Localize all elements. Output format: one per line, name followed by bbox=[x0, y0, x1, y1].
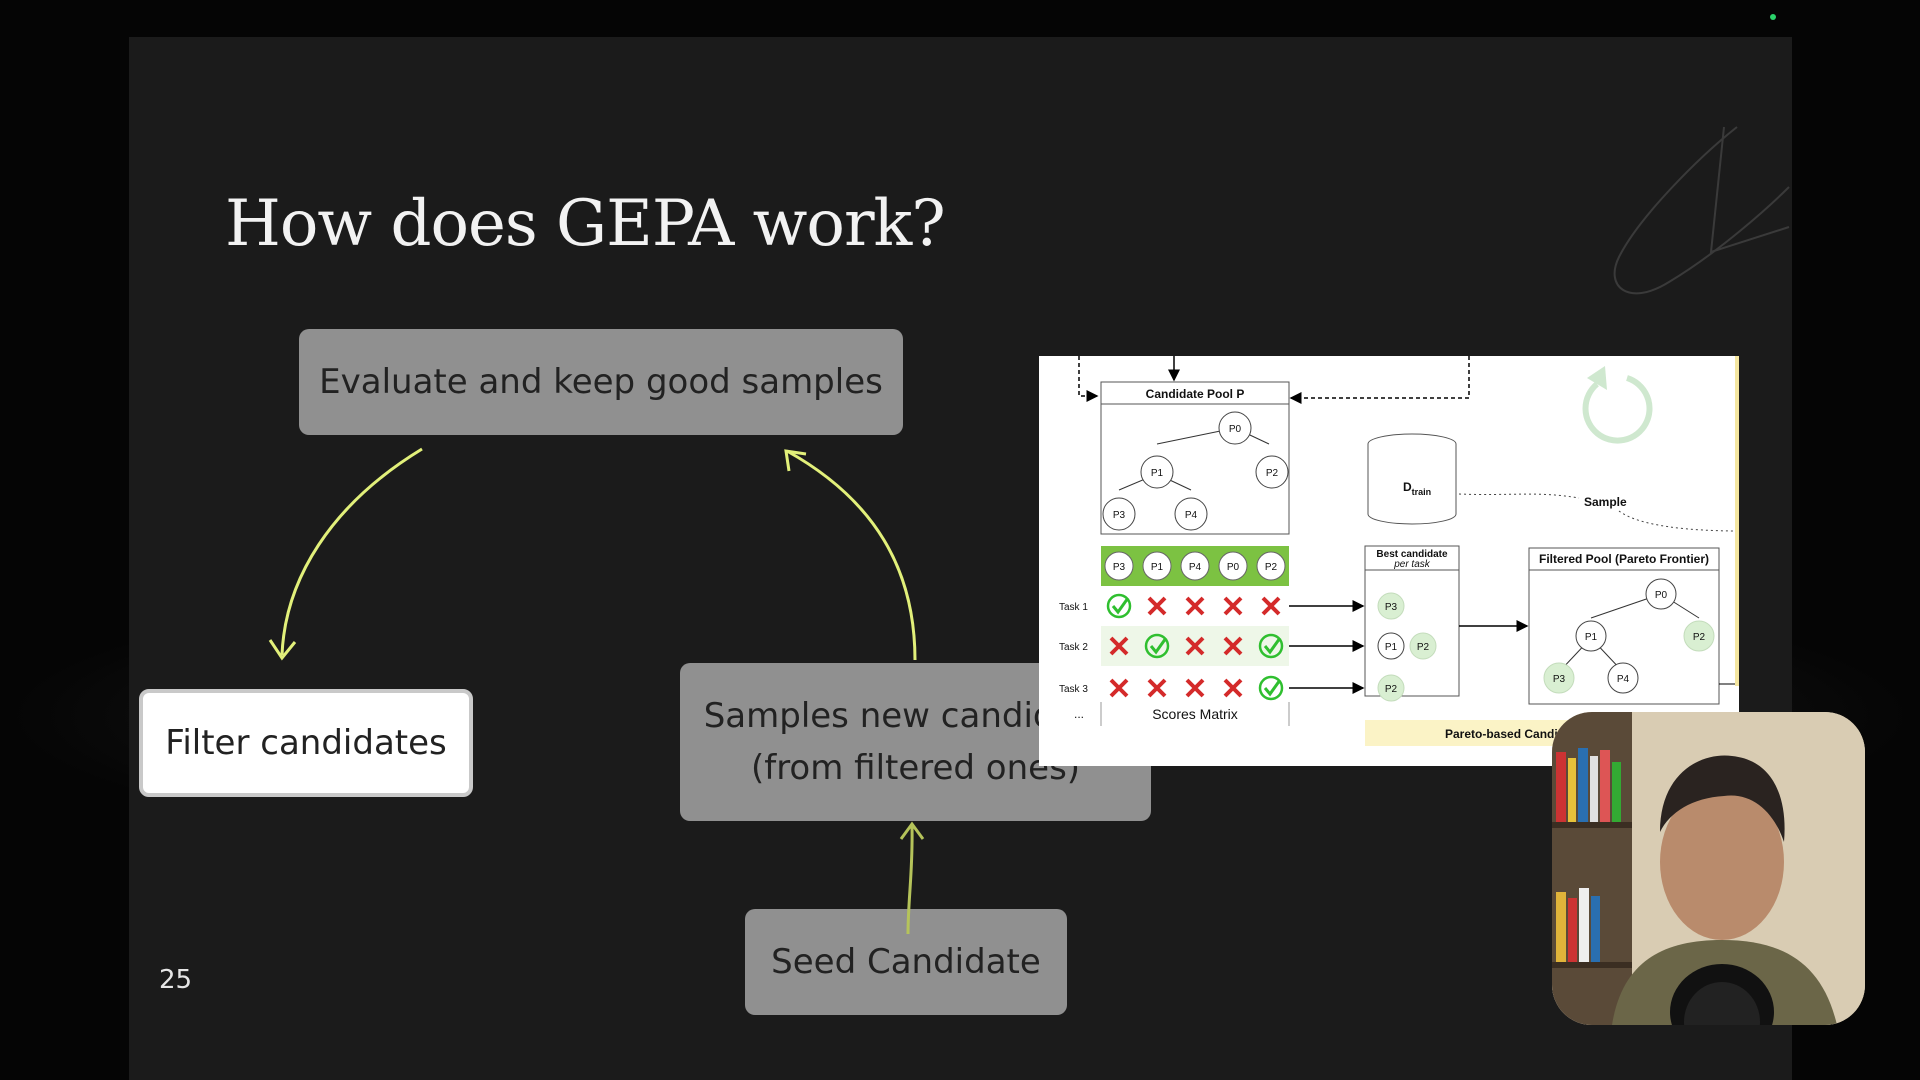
samples-label-line2: (from filtered ones) bbox=[750, 748, 1081, 788]
check-mark-icon bbox=[1258, 675, 1284, 701]
scores-matrix-rows: Task 1 Task 2 Task 3 bbox=[1059, 593, 1365, 701]
best-candidate-line2: per task bbox=[1393, 559, 1431, 570]
check-mark-icon bbox=[1106, 593, 1132, 619]
cross-mark-icon bbox=[1147, 596, 1167, 616]
recording-indicator bbox=[1770, 14, 1776, 20]
best-candidate-label: P3 bbox=[1385, 602, 1398, 613]
dataset-subscript: train bbox=[1412, 487, 1432, 497]
filtered-pool-title: Filtered Pool (Pareto Frontier) bbox=[1539, 552, 1709, 566]
presenter-webcam bbox=[1552, 712, 1865, 1025]
cross-mark-icon bbox=[1185, 596, 1205, 616]
best-candidate-label: P1 bbox=[1385, 642, 1398, 653]
svg-text:Dtrain: Dtrain bbox=[1403, 480, 1431, 497]
matrix-header-label: P1 bbox=[1151, 562, 1164, 573]
decorative-logo-icon bbox=[1613, 126, 1790, 295]
best-candidate-node bbox=[1377, 592, 1405, 620]
seed-candidate-box: Seed Candidate bbox=[745, 909, 1067, 1015]
svg-text:P2: P2 bbox=[1266, 468, 1279, 479]
refresh-icon bbox=[1582, 366, 1653, 444]
sample-label: Sample bbox=[1584, 495, 1627, 509]
pareto-banner: Pareto-based Candidate bbox=[1445, 727, 1583, 741]
task-label: Task 1 bbox=[1059, 602, 1088, 613]
matrix-header-label: P2 bbox=[1265, 562, 1278, 573]
filter-label: Filter candidates bbox=[165, 723, 447, 763]
best-candidate-node bbox=[1409, 632, 1437, 660]
cross-mark-icon bbox=[1109, 636, 1129, 656]
best-candidate-label: P2 bbox=[1417, 642, 1430, 653]
svg-text:P1: P1 bbox=[1585, 632, 1598, 643]
matrix-header-row: P3 P1 P4 P0 P2 bbox=[1104, 551, 1286, 581]
seed-label: Seed Candidate bbox=[771, 942, 1041, 982]
candidate-pool-title: Candidate Pool P bbox=[1146, 387, 1245, 401]
svg-text:P4: P4 bbox=[1185, 510, 1198, 521]
cross-mark-icon bbox=[1223, 596, 1243, 616]
evaluate-box: Evaluate and keep good samples bbox=[299, 329, 903, 435]
svg-text:P4: P4 bbox=[1617, 674, 1630, 685]
cross-mark-icon bbox=[1185, 636, 1205, 656]
presenter-video-icon bbox=[1552, 712, 1865, 1025]
cross-mark-icon bbox=[1223, 678, 1243, 698]
cross-mark-icon bbox=[1223, 636, 1243, 656]
matrix-header-label: P4 bbox=[1189, 562, 1202, 573]
matrix-header-label: P0 bbox=[1227, 562, 1240, 573]
best-candidate-label: P2 bbox=[1385, 684, 1398, 695]
filter-candidates-box: Filter candidates bbox=[139, 689, 473, 797]
slide-title: How does GEPA work? bbox=[225, 187, 946, 261]
matrix-header-node bbox=[1218, 551, 1248, 581]
matrix-header-node bbox=[1256, 551, 1286, 581]
task-label: Task 2 bbox=[1059, 642, 1088, 653]
svg-text:P1: P1 bbox=[1151, 468, 1164, 479]
page-number: 25 bbox=[159, 965, 193, 995]
cross-mark-icon bbox=[1261, 596, 1281, 616]
check-mark-icon bbox=[1144, 633, 1170, 659]
tasks-ellipsis: ... bbox=[1074, 707, 1084, 721]
matrix-header-node bbox=[1180, 551, 1210, 581]
dataset-label: D bbox=[1403, 480, 1412, 494]
svg-text:P3: P3 bbox=[1553, 674, 1566, 685]
svg-text:P0: P0 bbox=[1655, 590, 1668, 601]
matrix-header-node bbox=[1142, 551, 1172, 581]
check-mark-icon bbox=[1258, 633, 1284, 659]
cross-mark-icon bbox=[1185, 678, 1205, 698]
best-candidate-line1: Best candidate bbox=[1376, 549, 1448, 560]
svg-text:P2: P2 bbox=[1693, 632, 1706, 643]
best-candidate-node bbox=[1377, 632, 1405, 660]
cross-mark-icon bbox=[1147, 678, 1167, 698]
best-candidate-node bbox=[1377, 674, 1405, 702]
svg-text:P3: P3 bbox=[1113, 510, 1126, 521]
matrix-header-node bbox=[1104, 551, 1134, 581]
matrix-header-label: P3 bbox=[1113, 562, 1126, 573]
task-label: Task 3 bbox=[1059, 684, 1088, 695]
svg-text:P0: P0 bbox=[1229, 424, 1242, 435]
cross-mark-icon bbox=[1109, 678, 1129, 698]
figure-highlight-edge bbox=[1735, 356, 1739, 686]
scores-matrix-label: Scores Matrix bbox=[1152, 706, 1238, 722]
evaluate-label: Evaluate and keep good samples bbox=[319, 362, 883, 402]
